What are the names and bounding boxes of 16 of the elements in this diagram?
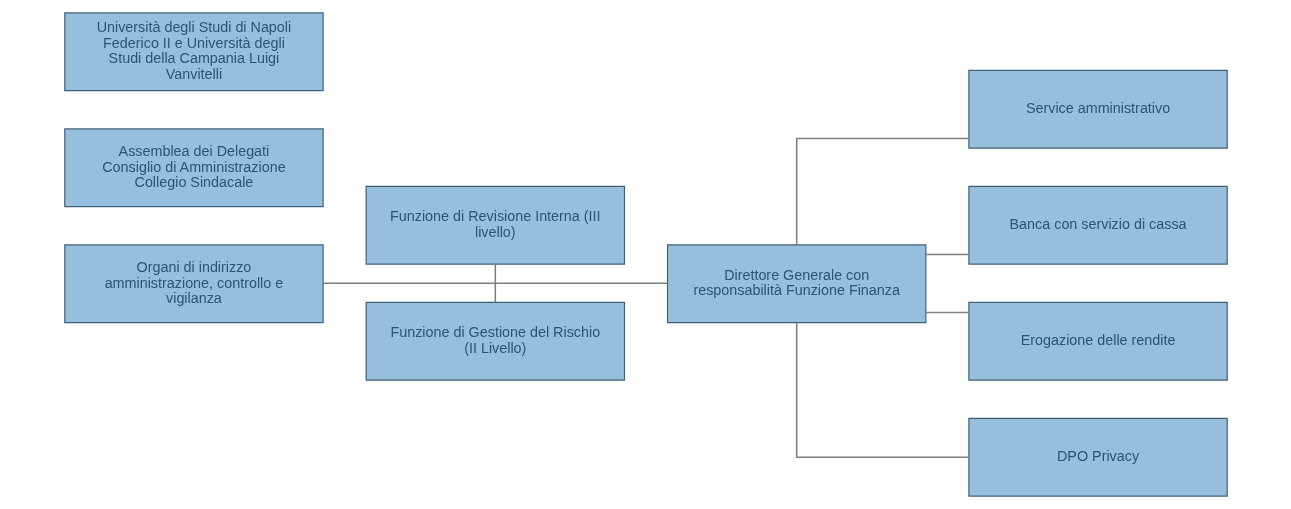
connector (795, 321, 969, 458)
node-box: Università degli Studi di Napoli Federico II e Università degli Studi della Campania Luigi Vanvitelli (63, 12, 324, 92)
connector (924, 311, 969, 314)
node-box: Direttore Generale con responsabilità Funzione Finanza (666, 244, 926, 324)
node-box: Organi di indirizzo amministrazione, controllo e vigilanza (63, 244, 324, 324)
node-box: Assemblea dei Delegati Consiglio di Amministrazione Collegio Sindacale (63, 128, 324, 208)
node-box: Funzione di Revisione Interna (III livello) (365, 185, 625, 265)
node-box: Service amministrativo (967, 69, 1228, 149)
node-box: DPO Privacy (967, 417, 1228, 497)
connector (494, 263, 496, 303)
connector (924, 253, 969, 256)
node-box: Funzione di Gestione del Rischio (II Livello) (365, 301, 625, 381)
node-box: Erogazione delle rendite (967, 301, 1228, 381)
connector (795, 137, 969, 246)
connector (321, 282, 668, 284)
node-box: Banca con servizio di cassa (967, 185, 1228, 265)
